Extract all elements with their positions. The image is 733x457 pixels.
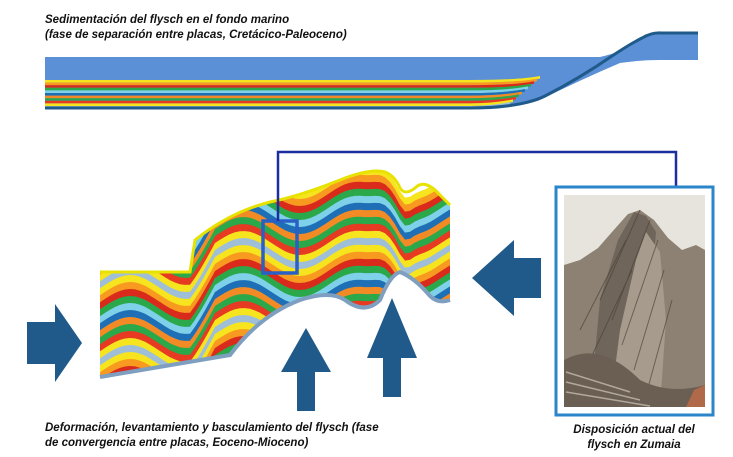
flat-stratum bbox=[45, 96, 516, 104]
arrow-right-icon bbox=[27, 304, 82, 382]
flat-strata bbox=[45, 76, 540, 109]
bottom-caption: Deformación, levantamiento y basculamien… bbox=[45, 421, 379, 451]
bottom-caption-line2: de convergencia entre placas, Eoceno-Mio… bbox=[45, 437, 309, 449]
flat-stratum bbox=[45, 76, 540, 83]
flat-stratum bbox=[45, 94, 519, 101]
uplift-arrow-2 bbox=[367, 298, 417, 397]
arrow-up-icon bbox=[281, 298, 417, 411]
uplift-arrow-1 bbox=[281, 328, 331, 411]
flat-stratum bbox=[45, 91, 522, 99]
connector-line bbox=[276, 150, 678, 221]
flat-stratum bbox=[45, 81, 534, 88]
top-caption-line1: Sedimentación del flysch en el fondo mar… bbox=[45, 14, 290, 26]
photo-caption: Disposición actual del flysch en Zumaia bbox=[553, 423, 715, 453]
detail-box bbox=[261, 219, 299, 275]
arrow-left-icon bbox=[472, 240, 541, 316]
folded-flysch bbox=[99, 169, 452, 379]
zumaia-photo bbox=[554, 185, 715, 417]
seabed-profile bbox=[45, 31, 698, 110]
push-arrow-right bbox=[472, 240, 541, 316]
top-caption: Sedimentación del flysch en el fondo mar… bbox=[45, 13, 347, 43]
sedimentation-basin bbox=[45, 31, 698, 110]
photo-caption-line1: Disposición actual del bbox=[573, 424, 695, 436]
push-arrow-left bbox=[27, 304, 82, 382]
bottom-caption-line1: Deformación, levantamiento y basculamien… bbox=[45, 422, 379, 434]
folded-outline bbox=[100, 169, 452, 274]
photo-caption-line2: flysch en Zumaia bbox=[587, 439, 681, 451]
flat-stratum bbox=[45, 89, 525, 96]
flat-stratum bbox=[45, 99, 513, 106]
top-caption-line2: (fase de separación entre placas, Cretác… bbox=[45, 29, 347, 41]
flat-stratum bbox=[45, 78, 537, 86]
folded-base bbox=[99, 269, 451, 379]
flat-stratum bbox=[45, 86, 528, 93]
flat-stratum bbox=[45, 83, 531, 91]
